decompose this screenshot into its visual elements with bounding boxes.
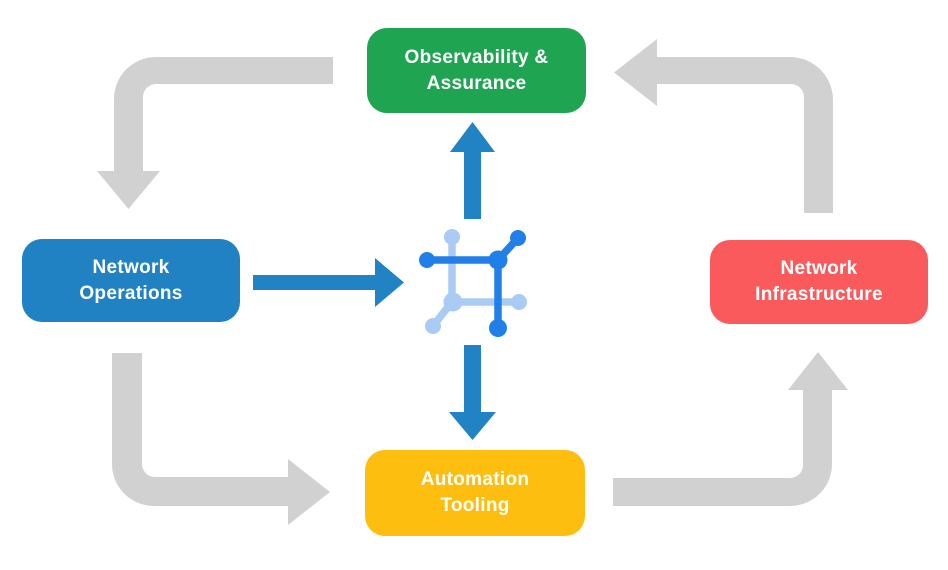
arrow-hub-to-automation-icon [449,345,496,440]
node-observability-assurance: Observability & Assurance [367,28,586,113]
node-automation-tooling: Automation Tooling [365,450,585,536]
node-label-line: Infrastructure [755,284,883,305]
node-label-line: Network [92,256,170,278]
node-label-line: Automation [420,469,530,490]
node-network-operations: Network Operations [22,239,240,322]
node-label-line: Assurance [426,72,527,94]
network-hub-icon [419,229,527,337]
network-hub-dark-nodes [419,230,526,337]
node-label-line: Observability & [404,46,549,68]
arrow-operations-to-automation-icon [112,353,330,525]
arrow-observability-to-operations-icon [97,57,333,209]
arrow-hub-to-observability-icon [450,122,495,219]
arrow-infrastructure-to-observability-icon [614,39,833,213]
network-hub-light-nodes [425,229,527,334]
node-label-line: Network [780,258,858,279]
node-label-line: Operations [79,282,183,304]
arrow-operations-to-hub-icon [253,258,404,307]
node-network-infrastructure: Network Infrastructure [710,240,928,324]
arrow-automation-to-infrastructure-icon [613,352,848,506]
node-label-line: Tooling [440,495,510,516]
